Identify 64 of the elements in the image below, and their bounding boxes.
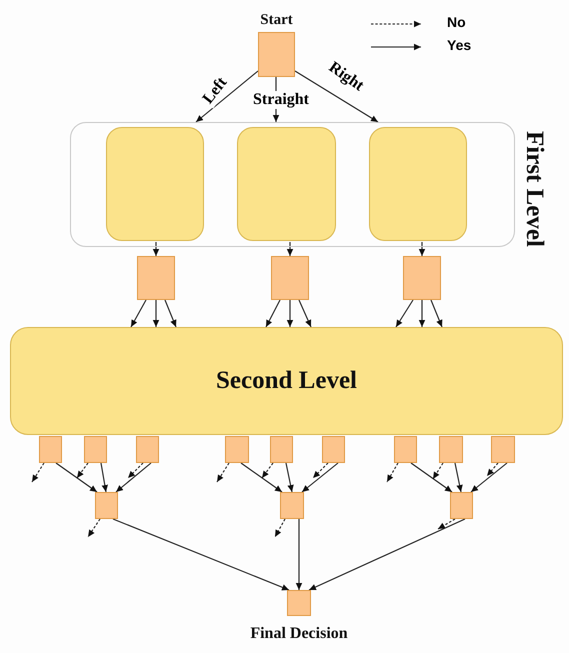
legend-label: Yes — [447, 37, 472, 53]
process-box — [491, 436, 515, 463]
dashed-arrow — [386, 462, 398, 482]
arrow — [112, 518, 290, 591]
arrow — [298, 300, 312, 328]
level-title: Second Level — [216, 367, 357, 395]
arrow — [164, 300, 176, 328]
process-box — [39, 436, 62, 463]
level-band — [10, 327, 563, 435]
process-box — [270, 436, 293, 463]
module-box — [106, 127, 204, 242]
arrow — [152, 300, 160, 327]
arrow — [396, 300, 414, 328]
process-box — [225, 436, 249, 463]
dashed-arrow — [128, 462, 144, 478]
process-box — [136, 436, 159, 463]
arrow — [286, 242, 294, 256]
dashed-arrow — [88, 518, 100, 538]
dashed-arrow — [76, 462, 88, 478]
edge-label: Straight — [252, 91, 310, 109]
arrow — [100, 462, 108, 492]
arrow — [196, 70, 258, 122]
level-title: First Level — [520, 131, 548, 247]
process-box — [439, 436, 463, 463]
module-box — [369, 127, 468, 242]
arrow — [410, 462, 452, 492]
arrow — [430, 300, 442, 328]
arrow — [454, 462, 463, 492]
dashed-arrow — [262, 462, 274, 478]
arrow — [285, 462, 294, 492]
arrow — [418, 300, 426, 327]
arrow — [294, 70, 378, 122]
arrow — [302, 462, 338, 492]
node-label: Start — [260, 12, 293, 29]
process-box — [280, 492, 304, 519]
process-box — [394, 436, 417, 463]
arrow — [266, 300, 280, 328]
arrow — [130, 300, 146, 328]
dashed-arrow — [312, 462, 328, 478]
dashed-arrow — [274, 518, 286, 538]
process-box — [450, 492, 473, 519]
arrow — [116, 462, 152, 492]
dashed-arrow — [32, 462, 44, 482]
arrow — [56, 462, 98, 492]
process-box — [322, 436, 345, 463]
arrow — [286, 300, 294, 327]
arrow — [418, 242, 426, 256]
arrow — [470, 462, 508, 492]
dashed-arrow — [216, 462, 230, 482]
arrow — [152, 242, 160, 256]
module-box — [237, 127, 336, 242]
process-box — [271, 256, 309, 300]
arrow — [240, 462, 282, 492]
dashed-arrow — [438, 518, 456, 530]
process-box — [403, 256, 441, 300]
node-label: Final Decision — [250, 625, 348, 643]
process-box — [137, 256, 175, 300]
process-box — [84, 436, 107, 463]
arrow — [296, 519, 302, 590]
process-box — [95, 492, 118, 519]
dashed-arrow — [432, 462, 444, 480]
dashed-arrow — [486, 462, 498, 476]
legend-label: No — [447, 14, 466, 30]
arrow — [308, 518, 466, 590]
